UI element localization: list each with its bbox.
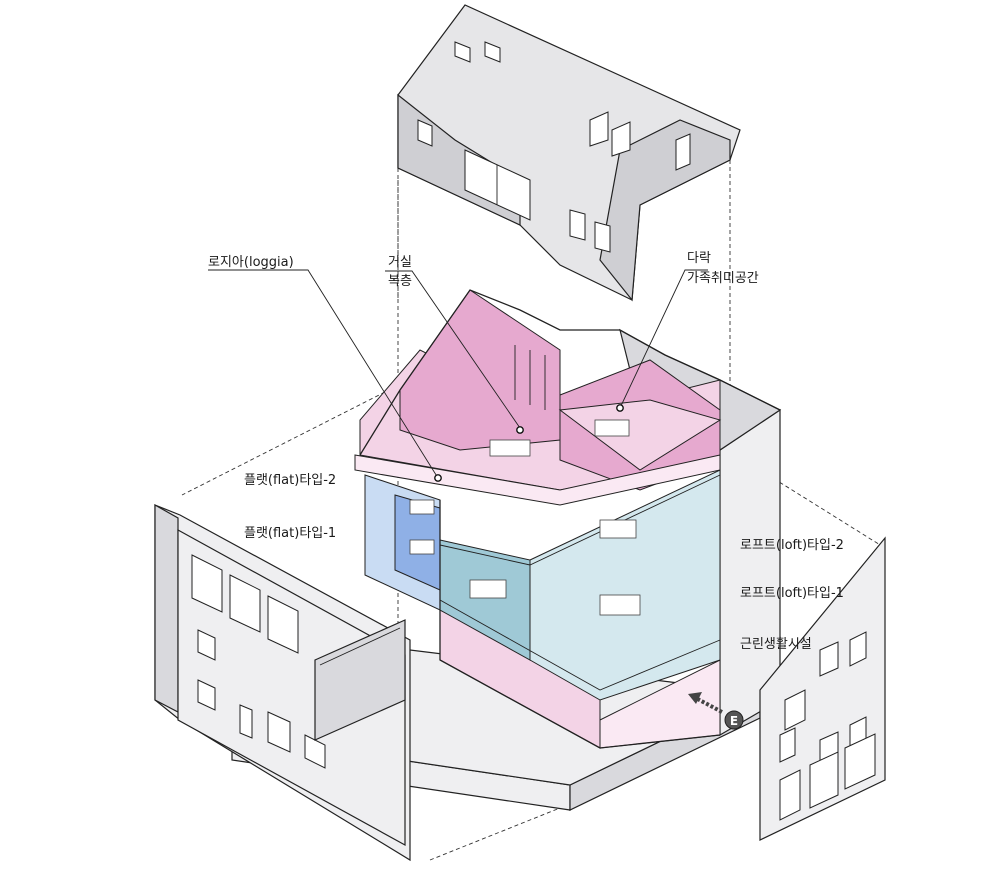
entrance-label: E [730,714,738,728]
right-facade [759,536,886,841]
loggia-marker [434,474,442,482]
labels: 로지아(loggia) 거실 복층 다락 가족취미공간 플랫(flat)타입-2… [208,251,844,652]
label-flat-1: 플랫(flat)타입-1 [244,526,336,541]
label-flat-2: 플랫(flat)타입-2 [244,473,336,488]
label-living-1: 거실 [388,255,412,270]
entrance-arrow [691,694,723,714]
label-loggia: 로지아(loggia) [208,255,294,270]
attic-marker [616,404,624,412]
left-facade [154,503,411,862]
label-attic-2: 가족취미공간 [687,271,759,286]
leader-lines [208,269,708,482]
label-attic-1: 다락 [687,251,711,266]
label-commercial: 근린생활시설 [740,637,812,652]
roof-exploded [397,4,741,302]
entrance-circle-icon [724,710,744,730]
label-living-2: 복층 [388,274,412,289]
arrow-head-icon [688,692,702,704]
entrance-indicator: E [688,692,744,730]
living-marker [516,426,524,434]
label-loft-2: 로프트(loft)타입-2 [740,538,844,553]
building-section [354,289,782,749]
label-loft-1: 로프트(loft)타입-1 [740,586,844,601]
